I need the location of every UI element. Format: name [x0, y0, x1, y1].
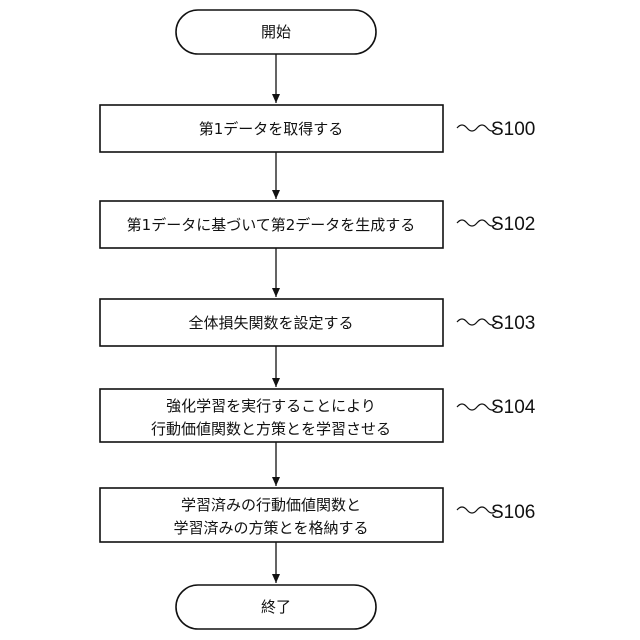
step-s106-id: S106	[491, 502, 535, 523]
step-s103: 全体損失関数を設定する S103	[100, 299, 535, 346]
step-s100: 第1データを取得する S100	[100, 105, 535, 152]
step-s100-line-1: 第1データを取得する	[199, 120, 344, 138]
step-s100-id: S100	[491, 119, 535, 140]
step-s106-line-2: 学習済みの方策とを格納する	[173, 519, 368, 537]
step-s102: 第1データに基づいて第2データを生成する S102	[100, 201, 535, 248]
step-s102-line-1: 第1データに基づいて第2データを生成する	[127, 216, 416, 234]
start-label: 開始	[261, 23, 291, 41]
end-terminal: 終了	[176, 585, 376, 629]
step-s104-id: S104	[491, 397, 536, 418]
start-terminal: 開始	[176, 10, 376, 54]
step-s104-line-1: 強化学習を実行することにより	[166, 397, 376, 415]
step-s106-line-1: 学習済みの行動価値関数と	[181, 496, 361, 514]
end-label: 終了	[261, 598, 291, 616]
step-s106: 学習済みの行動価値関数と 学習済みの方策とを格納する S106	[100, 488, 535, 542]
step-s103-id: S103	[491, 313, 535, 334]
step-s104: 強化学習を実行することにより 行動価値関数と方策とを学習させる S104	[100, 389, 536, 442]
step-s104-line-2: 行動価値関数と方策とを学習させる	[151, 420, 391, 438]
step-s102-id: S102	[491, 214, 535, 235]
step-s103-line-1: 全体損失関数を設定する	[188, 314, 353, 332]
